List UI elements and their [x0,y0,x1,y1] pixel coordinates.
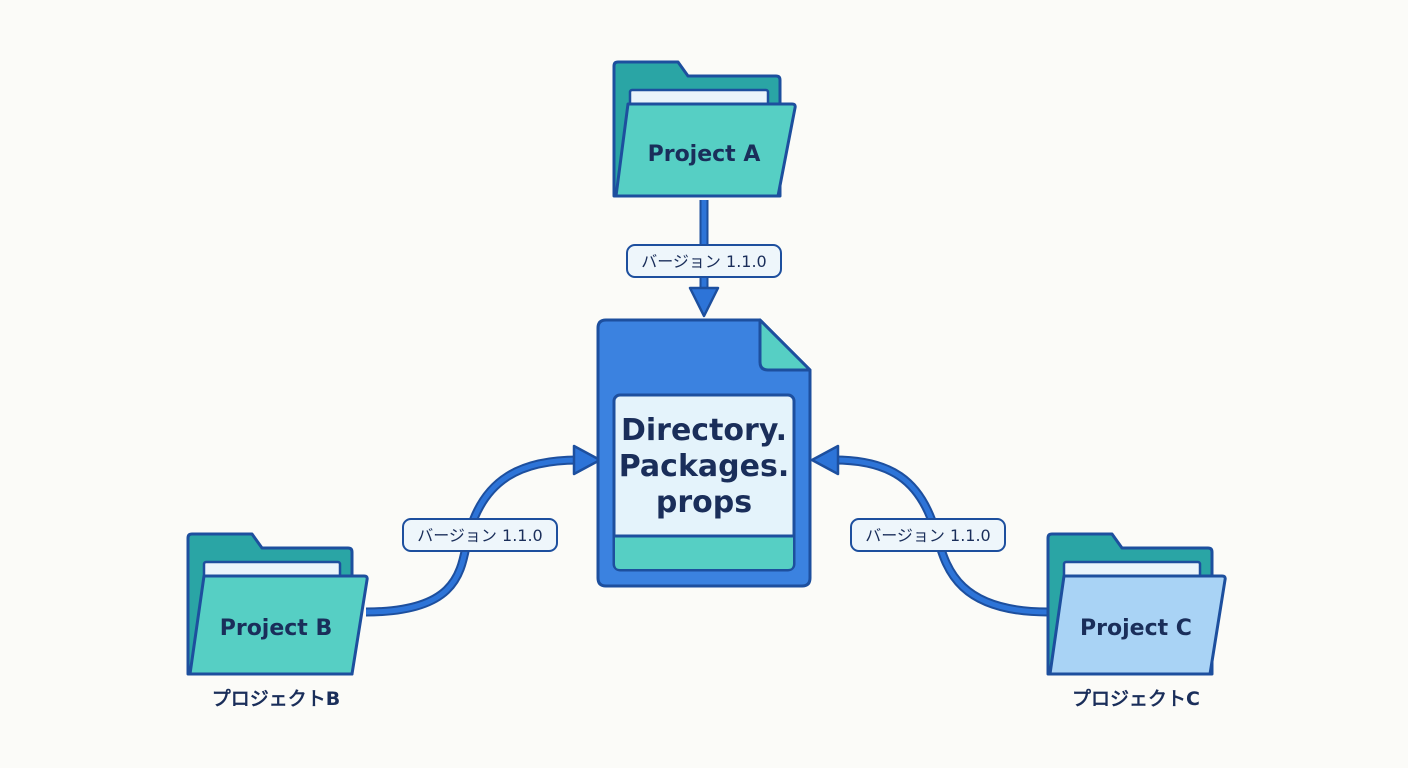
folder-a-front [614,102,797,198]
project-c-caption: プロジェクトC [1072,687,1200,710]
file-label-line-3: props [656,485,752,520]
project-b-label: Project B [220,616,333,641]
edge-label-c: バージョン 1.1.0 [850,518,1006,552]
file-panel [612,393,796,572]
project-c-label: Project C [1080,616,1192,641]
edge-label-a: バージョン 1.1.0 [626,244,782,278]
arrowhead-c [810,444,840,476]
arrowhead-b [572,444,602,476]
folder-project-b[interactable]: Project B [186,532,369,676]
file-directory-packages-props[interactable]: Directory. Packages. props [596,318,812,588]
file-label-line-1: Directory. [621,413,787,448]
folder-c-front [1048,574,1227,676]
folder-project-a[interactable]: Project A [612,60,797,198]
project-b-caption: プロジェクトB [212,687,340,710]
arrowhead-a [688,286,720,318]
edge-label-b: バージョン 1.1.0 [402,518,558,552]
folder-project-c[interactable]: Project C [1046,532,1227,676]
project-a-label: Project A [648,142,761,167]
edge-label-c-text: バージョン 1.1.0 [865,526,990,545]
file-dog-ear [758,318,812,372]
file-panel-footer [615,536,793,569]
file-label-line-2: Packages. [619,449,789,484]
edge-label-a-text: バージョン 1.1.0 [641,252,766,271]
edge-label-b-text: バージョン 1.1.0 [417,526,542,545]
folder-b-front [188,574,369,676]
